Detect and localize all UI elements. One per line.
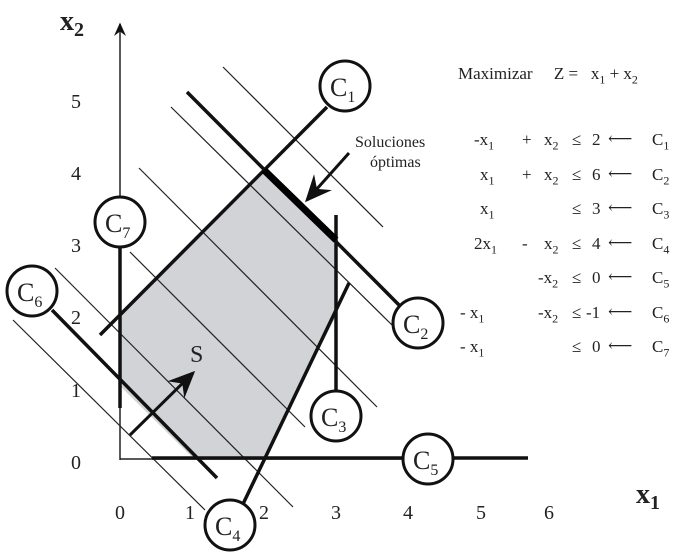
- constraint-line-c4: [241, 282, 351, 505]
- term-x2: x2: [544, 130, 559, 153]
- tag-c2: C2: [403, 310, 428, 343]
- arrow-left-icon: ⟵: [608, 232, 633, 252]
- region-label: S: [190, 342, 203, 368]
- tag-c6: C6: [17, 278, 42, 311]
- operator: +: [522, 164, 532, 184]
- objective-sub1: 1: [599, 72, 606, 87]
- x-tick: 5: [476, 502, 486, 524]
- objective-verb: Maximizar: [458, 64, 533, 83]
- arrow-left-icon: ⟵: [608, 301, 633, 321]
- y-tick: 5: [71, 91, 81, 113]
- objective-lhs: Z =: [553, 64, 579, 83]
- x-tick: 1: [185, 502, 195, 524]
- relation: ≤: [572, 233, 582, 253]
- y-axis-label: x2: [60, 6, 84, 41]
- relation: ≤: [572, 268, 582, 287]
- constraint-tag: C5: [652, 268, 670, 291]
- y-tick: 0: [71, 452, 81, 474]
- x-tick: 3: [331, 502, 341, 524]
- tag-circle-c2: [391, 296, 445, 350]
- optimal-segment: [261, 167, 339, 243]
- tag-circle-c5: [401, 432, 455, 486]
- constraint-tag: C6: [652, 302, 670, 325]
- tag-circle-c1: [318, 59, 372, 113]
- y-tick: 3: [71, 235, 81, 257]
- term-x1: 2x1: [474, 233, 497, 256]
- tag-circle-c3: [309, 389, 363, 443]
- tag-circle-c7: [93, 195, 147, 249]
- tag-c5: C5: [413, 446, 438, 479]
- x-tick: 0: [115, 502, 125, 524]
- arrow-left-icon: ⟵: [608, 163, 633, 183]
- optimal-note-line2: óptimas: [370, 154, 421, 171]
- x-tick: 2: [259, 502, 269, 524]
- objective-term1: x: [590, 64, 600, 83]
- rhs: 4: [592, 233, 601, 253]
- tag-circle-c4: [203, 498, 257, 552]
- y-tick: 2: [71, 307, 81, 329]
- y-tick: 4: [71, 163, 81, 185]
- rhs: 6: [592, 164, 601, 184]
- tag-c4: C4: [215, 512, 240, 545]
- constraint-line-c6: [50, 308, 219, 480]
- term-x1: - x1: [460, 302, 485, 325]
- direction-arrow: [128, 370, 196, 437]
- rhs: 0: [592, 337, 601, 356]
- term-x2: x2: [544, 233, 559, 256]
- constraint-tag: C3: [652, 199, 670, 222]
- tag-c3: C3: [321, 403, 346, 436]
- x-tick: 6: [544, 502, 554, 524]
- operator: +: [522, 130, 532, 149]
- optimal-arrow: [305, 152, 351, 203]
- relation: ≤: [572, 199, 582, 218]
- relation: ≤: [572, 130, 582, 149]
- objective-function: Maximizar Z = x1 + x2: [458, 64, 638, 87]
- tag-c7: C7: [105, 209, 130, 242]
- objective-sub2: 2: [631, 72, 638, 87]
- constraint-line-c1: [98, 105, 329, 337]
- rhs: 0: [592, 268, 601, 287]
- constraint-tag: C1: [652, 130, 670, 153]
- relation: ≤: [572, 164, 582, 184]
- term-x2: x2: [544, 164, 559, 187]
- term-x1: x1: [480, 199, 495, 222]
- relation: ≤: [572, 337, 582, 356]
- rhs: 3: [592, 199, 601, 218]
- isoline: [129, 251, 306, 428]
- y-tick: 1: [71, 380, 81, 402]
- isoline: [12, 319, 206, 511]
- rhs: -1: [586, 302, 601, 322]
- rhs: 2: [592, 130, 601, 149]
- relation: ≤: [572, 302, 582, 322]
- term-x1: x1: [480, 164, 495, 187]
- arrow-left-icon: ⟵: [608, 129, 633, 148]
- term-x2: -x2: [538, 302, 559, 325]
- constraint-tag: C2: [652, 164, 670, 187]
- constraint-tag: C4: [652, 233, 670, 256]
- arrow-left-icon: ⟵: [608, 336, 633, 355]
- arrow-left-icon: ⟵: [608, 267, 633, 286]
- x-tick: 4: [403, 502, 413, 524]
- x-axis-label: x1: [636, 479, 660, 514]
- constraint-tag: C7: [652, 337, 670, 360]
- isoline: [222, 66, 384, 228]
- tag-circle-c6: [5, 264, 59, 318]
- isoline: [170, 106, 393, 326]
- term-x1: - x1: [460, 337, 485, 360]
- arrow-left-icon: ⟵: [608, 198, 633, 217]
- term-x2: -x2: [538, 268, 559, 291]
- term-x1: -x1: [474, 130, 495, 153]
- objective-op: + x: [609, 64, 632, 83]
- tag-c1: C1: [330, 73, 355, 106]
- operator: -: [522, 233, 528, 253]
- optimal-note-line1: Soluciones: [355, 134, 425, 151]
